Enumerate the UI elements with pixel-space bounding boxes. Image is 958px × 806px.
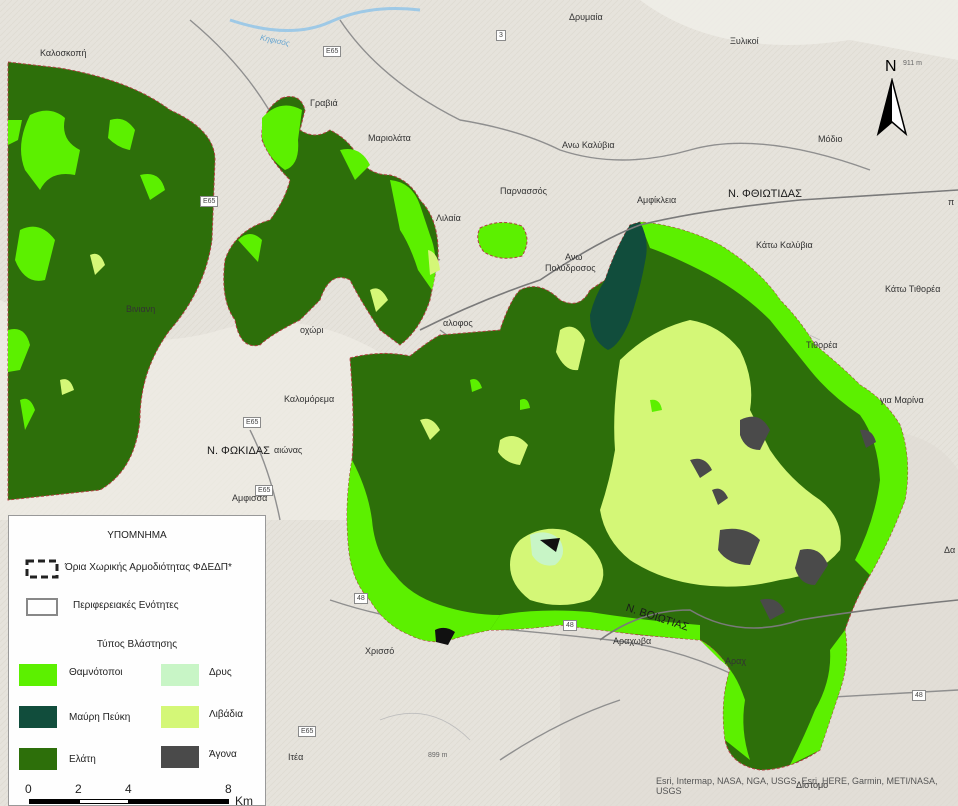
place-label: Μόδιο — [818, 134, 843, 144]
region-label: Ν. ΦΩΚΙΔΑΣ — [207, 445, 270, 457]
regional-unit-symbol — [26, 598, 58, 616]
regional-boundaries — [419, 189, 958, 641]
place-label: Αραχ — [725, 656, 747, 666]
legend-title: ΥΠΟΜΝΗΜΑ — [107, 530, 167, 541]
boundary-symbol — [25, 559, 59, 579]
place-label: Καλομόρεμα — [284, 394, 335, 404]
place-label: αιώνας — [274, 445, 303, 455]
road-shield: E65 — [243, 417, 262, 428]
legend-label-fir: Ελάτη — [69, 754, 96, 765]
region-label: Ν. ΦΘΙΩΤΙΔΑΣ — [728, 188, 802, 200]
legend-vegetation-title: Τύπος Βλάστησης — [96, 639, 178, 650]
scale-tick: 4 — [125, 782, 132, 796]
place-label: Τιθορέα — [806, 340, 838, 350]
road-shield: 48 — [354, 593, 368, 604]
road-shield: E65 — [255, 485, 274, 496]
legend-label-shrubs: Θαμνότοποι — [69, 667, 123, 678]
place-label: Καλοσκοπή — [40, 48, 87, 58]
map-attribution: Esri, Intermap, NASA, NGA, USGS, Esri, H… — [656, 776, 938, 796]
scale-unit: Km — [235, 794, 253, 806]
scale-segment — [29, 799, 79, 804]
place-label: Αραχωβα — [613, 636, 652, 646]
place-label: Χρισσό — [365, 646, 395, 656]
place-label: Ανω Καλύβια — [562, 140, 615, 150]
parnassos-forest-block — [346, 221, 909, 771]
river — [229, 7, 421, 33]
map-legend: ΥΠΟΜΝΗΜΑ Όρια Χωρικής Αρμοδιότητας ΦΔΕΔΠ… — [8, 515, 266, 806]
legend-label-barren: Άγονα — [209, 749, 237, 760]
polydrosos-patch — [477, 222, 528, 259]
place-label: Μαριολάτα — [368, 133, 411, 143]
scale-segment — [79, 799, 129, 804]
road-shield: E65 — [323, 46, 342, 57]
place-label: Ιτέα — [288, 752, 304, 762]
road-shield: E65 — [200, 196, 219, 207]
north-arrow-icon — [876, 78, 908, 137]
place-label: Γραβιά — [310, 98, 338, 108]
road-shield: 48 — [563, 620, 577, 631]
road-shield: 48 — [912, 690, 926, 701]
legend-boundary-label: Όρια Χωρικής Αρμοδιότητας ΦΔΕΔΠ* — [65, 562, 232, 573]
west-forest-block — [7, 61, 216, 501]
north-arrow: N — [874, 58, 910, 140]
north-label: N — [885, 58, 897, 75]
place-label: Ξυλικοί — [730, 36, 759, 46]
legend-swatch-fir — [19, 748, 57, 770]
road-shield: 3 — [496, 30, 506, 41]
place-label: Ανω — [565, 252, 583, 262]
legend-swatch-black-pine — [19, 706, 57, 728]
place-label: για Μαρίνα — [880, 395, 924, 405]
elevation-label: 899 m — [428, 752, 448, 759]
place-label: Κάτω Καλύβια — [756, 240, 813, 250]
elevation-label: 911 m — [903, 60, 922, 67]
legend-label-oak: Δρυς — [209, 667, 232, 678]
scale-tick: 8 — [225, 782, 232, 796]
place-label: Αμφίκλεια — [637, 195, 677, 205]
legend-swatch-oak — [161, 664, 199, 686]
place-label: π — [948, 197, 955, 207]
place-label: Λιλαία — [436, 213, 461, 223]
road-shield: E65 — [298, 726, 317, 737]
scale-tick: 0 — [25, 782, 32, 796]
legend-swatch-barren — [161, 746, 199, 768]
place-label: Κάτω Τιθορέα — [885, 284, 941, 294]
place-label: οχώρι — [300, 325, 324, 335]
place-label: Δα — [944, 545, 956, 555]
legend-swatch-shrubs — [19, 664, 57, 686]
legend-swatch-meadows — [161, 706, 199, 728]
scale-tick: 2 — [75, 782, 82, 796]
gkiona-forest-block — [223, 96, 440, 347]
place-label: αλοφος — [443, 318, 473, 328]
place-label: Αμφισσα — [232, 493, 268, 503]
place-label: Δρυμαία — [569, 12, 603, 22]
scale-segment — [129, 799, 229, 804]
legend-label-meadows: Λιβάδια — [209, 709, 244, 720]
legend-regional-label: Περιφερειακές Ενότητες — [73, 600, 179, 611]
legend-label-black-pine: Μαύρη Πεύκη — [69, 712, 131, 723]
place-label: Παρνασσός — [500, 186, 547, 196]
place-label: Δίστομο — [796, 780, 829, 790]
place-label: Βινιανη — [126, 304, 156, 314]
place-label: Πολύδροσος — [545, 263, 596, 273]
